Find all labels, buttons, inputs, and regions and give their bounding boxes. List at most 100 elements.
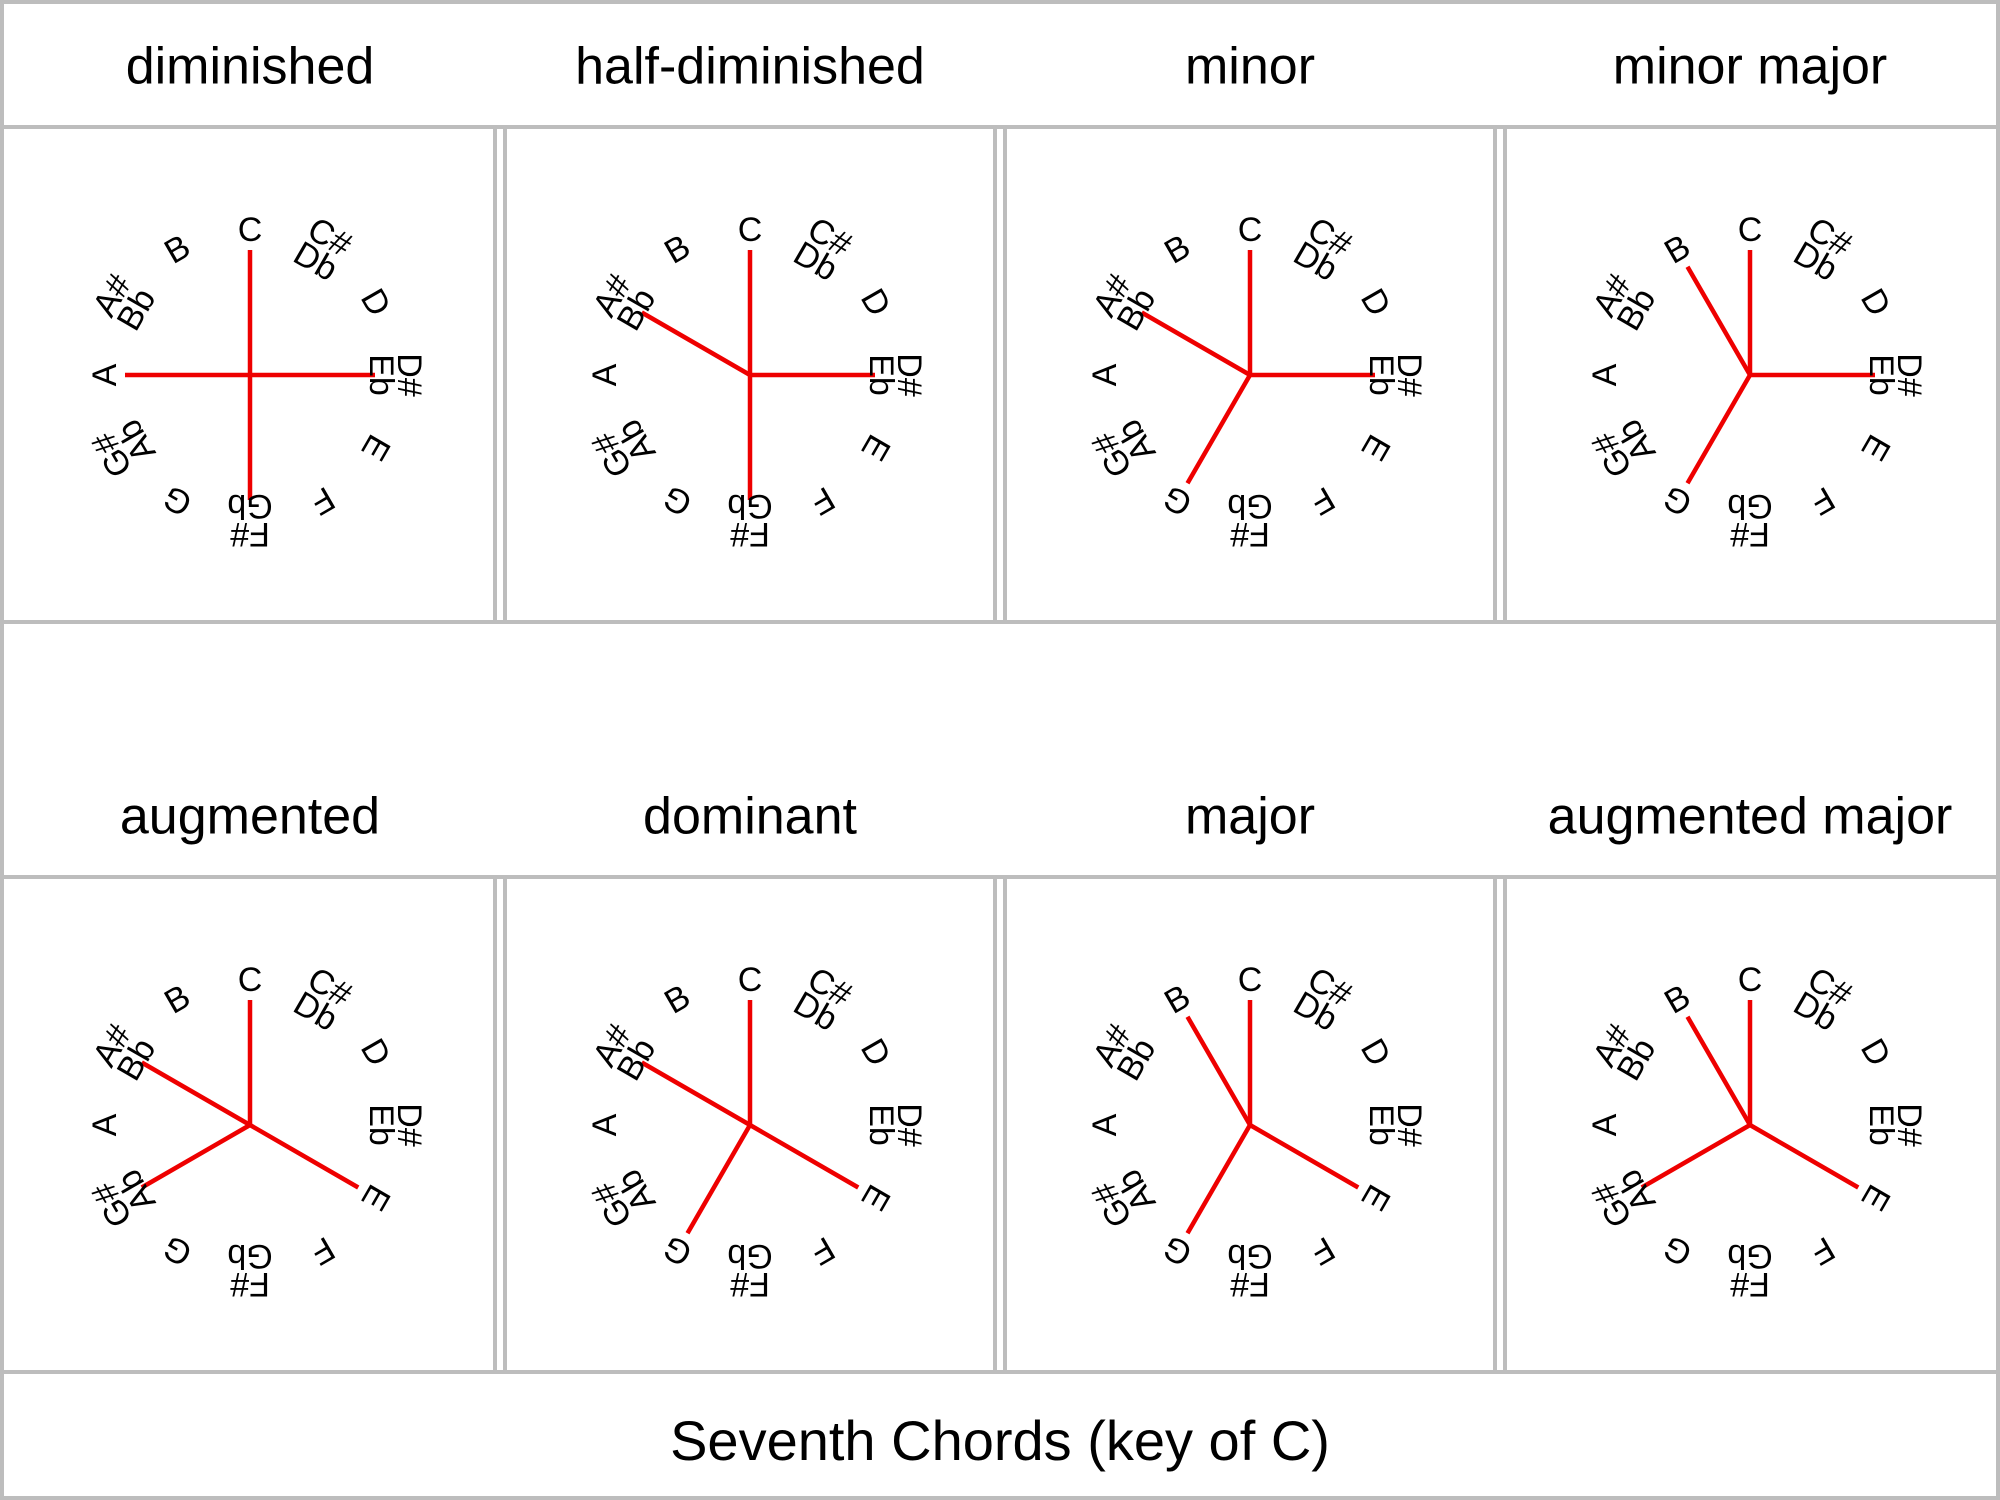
- note-label-as: A#Bb: [85, 1018, 163, 1087]
- note-label-a: A: [586, 1113, 624, 1136]
- note-label-gs: G#Ab: [1584, 1163, 1663, 1234]
- note-label-g: G: [1657, 478, 1699, 524]
- note-label-g: G: [157, 1228, 199, 1274]
- note-text: D: [353, 1032, 398, 1072]
- note-text: Eb: [1362, 1104, 1400, 1146]
- note-label-fs: F#Gb: [727, 1237, 772, 1303]
- note-text: D#: [1890, 353, 1928, 397]
- note-label-c: C: [1238, 211, 1263, 249]
- note-label-cs: C#Db: [787, 960, 858, 1039]
- note-text: E: [1353, 1178, 1397, 1217]
- note-label-b: B: [1658, 977, 1697, 1021]
- note-label-f: F: [304, 479, 341, 522]
- note-label-g: G: [1657, 1228, 1699, 1274]
- note-text: C: [238, 211, 263, 249]
- note-text: A: [1086, 363, 1124, 386]
- chord-title: major: [1185, 788, 1315, 846]
- note-label-g: G: [1157, 478, 1199, 524]
- note-label-fs: F#Gb: [227, 1237, 272, 1303]
- note-label-c: C: [1238, 961, 1263, 999]
- figure-title: Seventh Chords (key of C): [670, 1409, 1330, 1472]
- note-label-a: A: [1586, 363, 1624, 386]
- note-text: Eb: [862, 1104, 900, 1146]
- note-label-cs: C#Db: [1787, 960, 1858, 1039]
- note-label-fs: F#Gb: [1227, 487, 1272, 553]
- note-label-f: F: [1804, 479, 1841, 522]
- note-text: F#: [730, 1265, 770, 1303]
- note-text: C: [238, 961, 263, 999]
- note-label-d: D: [1353, 1032, 1398, 1072]
- note-label-ds: D#Eb: [862, 353, 928, 397]
- note-label-d: D: [353, 282, 398, 322]
- chord-title: diminished: [126, 38, 375, 96]
- note-text: G: [157, 1228, 199, 1274]
- note-text: Gb: [227, 1237, 272, 1275]
- note-label-g: G: [1157, 1228, 1199, 1274]
- note-label-f: F: [1304, 1229, 1341, 1272]
- note-label-b: B: [1658, 227, 1697, 271]
- note-label-d: D: [353, 1032, 398, 1072]
- note-label-f: F: [1304, 479, 1341, 522]
- note-label-g: G: [657, 1228, 699, 1274]
- note-label-cs: C#Db: [787, 210, 858, 289]
- chord-title: dominant: [643, 788, 857, 846]
- note-text: B: [658, 227, 697, 271]
- note-label-fs: F#Gb: [1227, 1237, 1272, 1303]
- note-text: E: [1853, 428, 1897, 467]
- note-text: D#: [1390, 353, 1428, 397]
- note-text: F#: [230, 515, 270, 553]
- note-text: Gb: [727, 1237, 772, 1275]
- note-label-e: E: [1353, 428, 1397, 467]
- chord-line: [1685, 265, 1752, 377]
- chord-line: [1640, 1123, 1752, 1190]
- note-label-a: A: [1086, 363, 1124, 386]
- note-text: F: [1804, 1229, 1841, 1272]
- note-label-c: C: [238, 211, 263, 249]
- note-text: G: [1657, 478, 1699, 524]
- chord-title: minor: [1185, 38, 1315, 96]
- note-text: C: [738, 961, 763, 999]
- chord-line: [1248, 1123, 1360, 1190]
- note-label-b: B: [158, 227, 197, 271]
- chord-line: [1185, 373, 1252, 485]
- note-label-a: A: [586, 363, 624, 386]
- note-text: E: [853, 1178, 897, 1217]
- note-label-fs: F#Gb: [727, 487, 772, 553]
- note-text: A: [1586, 363, 1624, 386]
- note-label-d: D: [853, 282, 898, 322]
- note-label-c: C: [1738, 961, 1763, 999]
- note-label-f: F: [1804, 1229, 1841, 1272]
- note-label-ds: D#Eb: [362, 353, 428, 397]
- note-text: F#: [1230, 515, 1270, 553]
- note-text: E: [353, 1178, 397, 1217]
- note-label-f: F: [804, 1229, 841, 1272]
- note-label-cs: C#Db: [1287, 210, 1358, 289]
- note-label-d: D: [1353, 282, 1398, 322]
- note-label-d: D: [1853, 282, 1898, 322]
- note-text: A: [1586, 1113, 1624, 1136]
- note-text: F#: [230, 1265, 270, 1303]
- note-text: Eb: [862, 354, 900, 396]
- note-text: Eb: [362, 1104, 400, 1146]
- note-label-gs: G#Ab: [584, 413, 663, 484]
- note-label-fs: F#Gb: [1727, 487, 1772, 553]
- note-text: E: [353, 428, 397, 467]
- note-text: A: [586, 1113, 624, 1136]
- note-label-f: F: [304, 1229, 341, 1272]
- note-text: B: [1658, 977, 1697, 1021]
- note-text: B: [1158, 227, 1197, 271]
- chord-line: [1185, 1123, 1252, 1235]
- chord-title: augmented major: [1548, 788, 1953, 846]
- note-text: C: [1238, 211, 1263, 249]
- chord-title: minor major: [1613, 38, 1888, 96]
- note-label-c: C: [738, 961, 763, 999]
- note-label-cs: C#Db: [287, 210, 358, 289]
- note-text: Gb: [727, 487, 772, 525]
- note-label-cs: C#Db: [1787, 210, 1858, 289]
